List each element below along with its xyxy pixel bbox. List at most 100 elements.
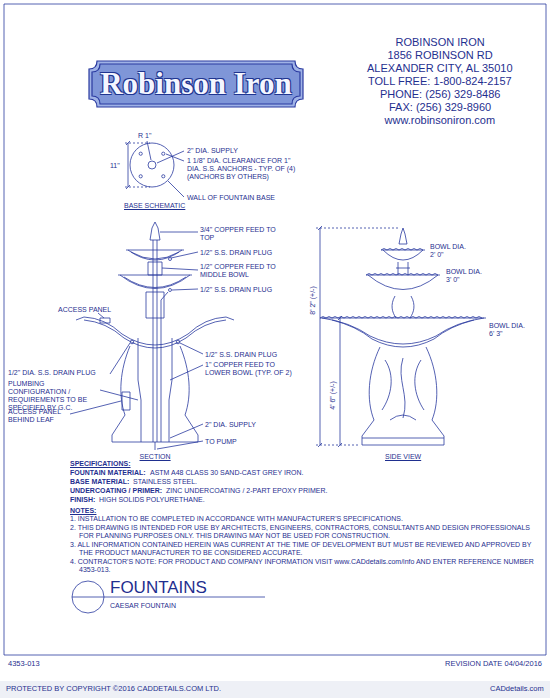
logo-text: Robinson Iron (88, 66, 304, 102)
specification-text: HIGH SOLIDS POLYURETHANE. (99, 495, 205, 504)
rim-scallop (434, 317, 440, 319)
callout-label: 1/2" DIA. S.S. DRAIN PLUG (8, 368, 110, 377)
rim-scallop (420, 274, 426, 276)
rim-scallop (326, 317, 332, 319)
view-heading: BASE SCHEMATIC (124, 201, 185, 210)
callout-label: 1/2" S.S. DRAIN PLUG (200, 248, 295, 257)
note-text: 1. INSTALLATION TO BE COMPLETED IN ACCOR… (70, 515, 542, 523)
rim-scallop (332, 317, 338, 319)
rim-scallop (411, 249, 417, 251)
rim-scallop (344, 317, 350, 319)
note-text: 2. THIS DRAWING IS INTENDED FOR USE BY A… (70, 524, 542, 540)
footer-strip (0, 681, 550, 698)
rim-scallop (414, 274, 420, 276)
specification-text: ASTM A48 CLASS 30 SAND-CAST GREY IRON. (150, 468, 303, 477)
rim-scallop (458, 317, 464, 319)
side-view (316, 226, 486, 447)
rim-scallop (398, 317, 404, 319)
callout-label: WALL OF FOUNTAIN BASE (187, 193, 275, 202)
rim-scallop (402, 274, 408, 276)
callout-label: ACCESS PANEL BEHIND LEAF (8, 408, 68, 424)
bowl-dimension: BOWL DIA. 2' 0" (430, 243, 472, 259)
rim-scallop (405, 249, 411, 251)
dimension: 8' 2" (+/-) (307, 286, 316, 315)
bowl-dimension: BOWL DIA. 6' 3" (489, 322, 531, 338)
rim-scallop (470, 317, 476, 319)
callout-label: 2" DIA. SUPPLY (205, 420, 295, 429)
plaque-border (89, 61, 303, 107)
rim-scallop (390, 274, 396, 276)
logo-plaque: Robinson Iron (88, 60, 304, 108)
specification-text: ZINC UNDERCOATING / 2-PART EPOXY PRIMER. (166, 486, 328, 495)
rim-scallop (381, 249, 387, 251)
callout-label: 1/2" S.S. DRAIN PLUG (205, 350, 300, 359)
rim-scallop (338, 317, 344, 319)
specification-text: STAINLESS STEEL. (133, 477, 197, 486)
rim-scallop (426, 274, 432, 276)
rim-scallop (386, 317, 392, 319)
rim-scallop (366, 274, 372, 276)
company-name: ROBINSON IRON (396, 36, 485, 49)
rim-scallop (392, 317, 398, 319)
phone: PHONE: (256) 329-8486 (380, 88, 500, 101)
view-heading: SIDE VIEW (385, 452, 421, 461)
rim-scallop (399, 249, 405, 251)
rim-scallop (387, 249, 393, 251)
rim-scallop (362, 317, 368, 319)
specification-text: FINISH: (70, 495, 95, 504)
rim-scallop (417, 249, 423, 251)
callout-label: 1/2" S.S. DRAIN PLUG (200, 285, 295, 294)
callout-label: 1/2" COPPER FEED TO MIDDLE BOWL (200, 263, 285, 279)
specification-text: FOUNTAIN MATERIAL: (70, 468, 146, 477)
rim-scallop (428, 317, 434, 319)
footer-text: CADdetails.com (490, 684, 544, 693)
section-view (70, 222, 234, 450)
rim-scallop (476, 317, 482, 319)
rim-scallop (416, 317, 422, 319)
bowl-dimension: BOWL DIA. 3' 0" (446, 268, 488, 284)
rim-scallop (350, 317, 356, 319)
view-heading: SECTION (140, 452, 171, 461)
rim-scallop (464, 317, 470, 319)
rim-scallop (452, 317, 458, 319)
callout-label: TO PUMP (205, 437, 237, 446)
dimension: 4' 6" (+/-) (327, 381, 336, 410)
callout-label: 1" COPPER FEED TO LOWER BOWL (TYP. OF 2) (205, 361, 300, 377)
rim-scallop (378, 274, 384, 276)
rim-scallop (404, 317, 410, 319)
callout-label: 3/4" COPPER FEED TO TOP (200, 226, 280, 242)
callout-label: ACCESS PANEL (58, 305, 111, 314)
address: ALEXANDER CITY, AL 35010 (367, 62, 513, 75)
footer-text: PROTECTED BY COPYRIGHT ©2016 CADDETAILS.… (6, 684, 221, 693)
callout-label: PLUMBING CONFIGURATION / REQUIREMENTS TO… (8, 380, 98, 412)
rim-scallop (368, 317, 374, 319)
note-text: 3. ALL INFORMATION CONTAINED HEREIN WAS … (70, 541, 542, 557)
footer-text: REVISION DATE 04/04/2016 (445, 659, 542, 668)
rim-scallop (374, 317, 380, 319)
rim-scallop (408, 274, 414, 276)
rim-scallop (432, 274, 438, 276)
specification-text: SPECIFICATIONS: (70, 459, 131, 468)
rim-scallop (380, 317, 386, 319)
rim-scallop (396, 274, 402, 276)
rim-scallop (446, 317, 452, 319)
specification-text: BASE MATERIAL: (70, 477, 129, 486)
specification-text: UNDERCOATING / PRIMER: (70, 486, 162, 495)
website: www.robinsoniron.com (385, 114, 496, 127)
sheet-caption: CAESAR FOUNTAIN (110, 601, 176, 610)
sheet-title: FOUNTAINS (110, 579, 207, 596)
rim-scallop (356, 317, 362, 319)
callout-label: R 1" (138, 131, 151, 140)
callout-label: 11" (110, 161, 120, 170)
rim-scallop (320, 317, 326, 319)
callout-label: 2" DIA. SUPPLY (187, 146, 238, 155)
note-text: NOTES: (70, 506, 96, 515)
sheet-frame (4, 4, 546, 655)
callout-label: 1 1/8" DIA. CLEARANCE FOR 1" DIA. S.S. A… (187, 157, 297, 181)
rim-scallop (372, 274, 378, 276)
base-schematic (125, 141, 184, 197)
address: 1856 ROBINSON RD (388, 49, 493, 62)
rim-scallop (422, 317, 428, 319)
rim-scallop (440, 317, 446, 319)
rim-scallop (384, 274, 390, 276)
